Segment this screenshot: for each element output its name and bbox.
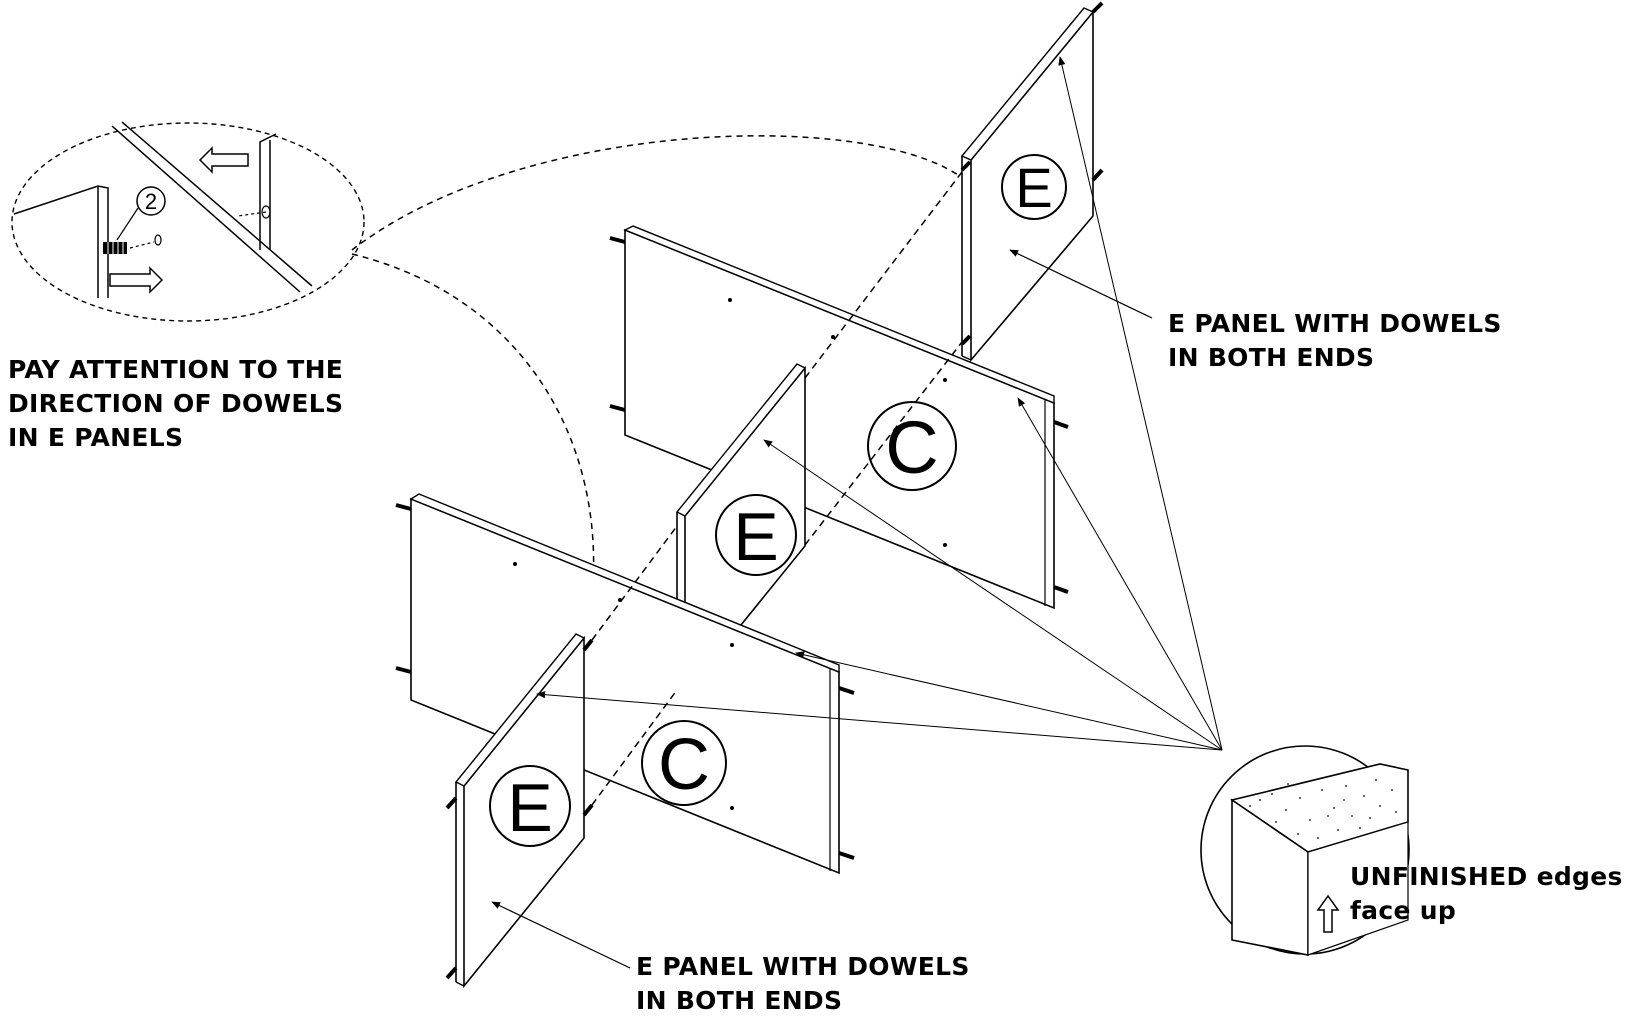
e-panel-top-leader [1009,249,1153,319]
panel-label-c-upper: C [885,406,938,489]
dowel-alignment-lines [591,171,963,806]
part-number-badge: 2 [136,186,166,216]
panel-e-bottom: E [445,633,594,989]
part-number: 2 [145,189,157,214]
dowel-detail-callout: 2 [11,121,365,322]
note-line: UNFINISHED edges [1350,862,1623,891]
unfinished-edge-detail [1200,745,1410,956]
note-line: face up [1350,896,1457,925]
panel-label-e-bottom: E [507,770,552,846]
note-line: E PANEL WITH DOWELS [636,952,970,981]
note-line: IN BOTH ENDS [1168,343,1375,372]
note-line: PAY ATTENTION TO THE [8,355,344,384]
note-e-panel-top: E PANEL WITH DOWELS IN BOTH ENDS [1168,307,1502,375]
panel-label-e-top: E [1015,156,1052,219]
panel-label-e-middle: E [733,499,778,575]
dowel-icon [103,242,127,254]
unfinished-edge-leaders [536,56,1223,751]
note-line: E PANEL WITH DOWELS [1168,309,1502,338]
e-panel-bottom-leader [491,901,631,969]
note-line: IN E PANELS [8,423,184,452]
arrow-right-outline-icon [109,266,164,294]
panel-label-c-lower: C [658,725,710,805]
panel-c-upper: C [609,225,1069,610]
arrow-left-outline-icon [198,146,249,174]
panel-e-top: E [960,1,1104,363]
panel-e-middle: E [675,363,807,697]
detail-leader-top [351,135,959,251]
panel-c-lower: C [395,493,855,875]
arrow-up-outline-icon [1316,894,1340,933]
unfinished-texture [1249,779,1397,839]
note-dowel-direction: PAY ATTENTION TO THE DIRECTION OF DOWELS… [8,353,343,455]
note-line: DIRECTION OF DOWELS [8,389,344,418]
note-e-panel-bottom: E PANEL WITH DOWELS IN BOTH ENDS [636,950,970,1018]
note-line: IN BOTH ENDS [636,986,843,1015]
note-unfinished-edges: UNFINISHED edges face up [1350,860,1623,928]
